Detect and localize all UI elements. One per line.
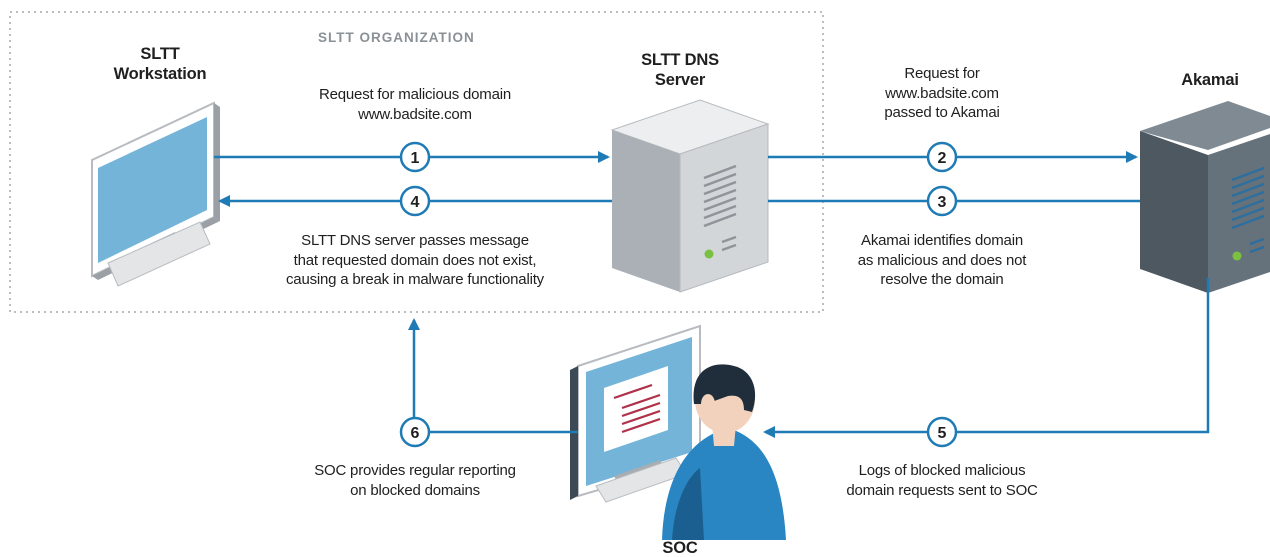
step-4-description: SLTT DNS server passes message that requ… — [255, 231, 575, 290]
step-number-3: 3 — [938, 194, 947, 211]
step-badge-5: 5 — [926, 416, 958, 448]
step-badge-3: 3 — [926, 185, 958, 217]
workstation-label-line-2: Workstation — [113, 65, 207, 83]
step-badge-4: 4 — [399, 185, 431, 217]
server-tower-icon — [610, 99, 770, 293]
step-1-line-2: www.badsite.com — [358, 105, 472, 123]
sltt-organization-boundary — [9, 11, 824, 313]
step-4-line-1: SLTT DNS server passes message — [301, 232, 529, 249]
step-3-line-1: Akamai identifies domain — [861, 232, 1023, 249]
arrow-step-6 — [408, 318, 578, 434]
step-6-line-2: on blocked domains — [350, 481, 480, 499]
workstation-label-line-1: SLTT — [140, 45, 180, 63]
desktop-monitor-icon — [91, 101, 220, 287]
server-tower-icon-akamai — [1140, 101, 1270, 293]
dns-server-label: SLTT DNS Server — [600, 50, 760, 90]
workstation-label: SLTT Workstation — [80, 44, 240, 84]
soc-label-line-1: SOC — [662, 539, 698, 557]
step-6-line-1: SOC provides regular reporting — [314, 462, 516, 479]
step-number-5: 5 — [938, 425, 947, 442]
step-badge-6: 6 — [399, 416, 431, 448]
step-4-line-3: causing a break in malware functionality — [286, 271, 544, 288]
step-badge-1: 1 — [399, 141, 431, 173]
step-6-description: SOC provides regular reporting on blocke… — [275, 461, 555, 500]
step-number-1: 1 — [411, 150, 420, 167]
akamai-label: Akamai — [1150, 70, 1270, 90]
step-2-line-1: Request for — [904, 65, 980, 82]
step-3-line-3: resolve the domain — [880, 271, 1004, 288]
dns-server-label-line-1: SLTT DNS — [641, 51, 719, 69]
step-1-description: Request for malicious domain www.badsite… — [275, 85, 555, 124]
step-3-description: Akamai identifies domain as malicious an… — [812, 231, 1072, 290]
step-2-description: Request for www.badsite.com passed to Ak… — [832, 64, 1052, 123]
step-number-4: 4 — [411, 194, 420, 211]
step-badge-2: 2 — [926, 141, 958, 173]
step-1-line-1: Request for malicious domain — [319, 86, 511, 103]
step-3-line-2: as malicious and does not — [857, 251, 1027, 269]
arrow-step-5 — [763, 278, 1210, 438]
step-2-line-2: www.badsite.com — [885, 84, 999, 102]
step-2-line-3: passed to Akamai — [884, 104, 1000, 121]
step-5-line-1: Logs of blocked malicious — [858, 462, 1026, 479]
soc-label: SOC — [640, 538, 720, 557]
step-4-line-2: that requested domain does not exist, — [293, 251, 537, 269]
dns-server-label-line-2: Server — [654, 71, 706, 89]
step-number-6: 6 — [411, 425, 420, 442]
akamai-label-line-1: Akamai — [1181, 71, 1239, 89]
analyst-at-monitor-icon — [570, 324, 786, 540]
step-5-line-2: domain requests sent to SOC — [846, 481, 1038, 499]
step-5-description: Logs of blocked malicious domain request… — [812, 461, 1072, 500]
sltt-organization-title: SLTT ORGANIZATION — [318, 30, 475, 45]
step-number-2: 2 — [938, 150, 947, 167]
